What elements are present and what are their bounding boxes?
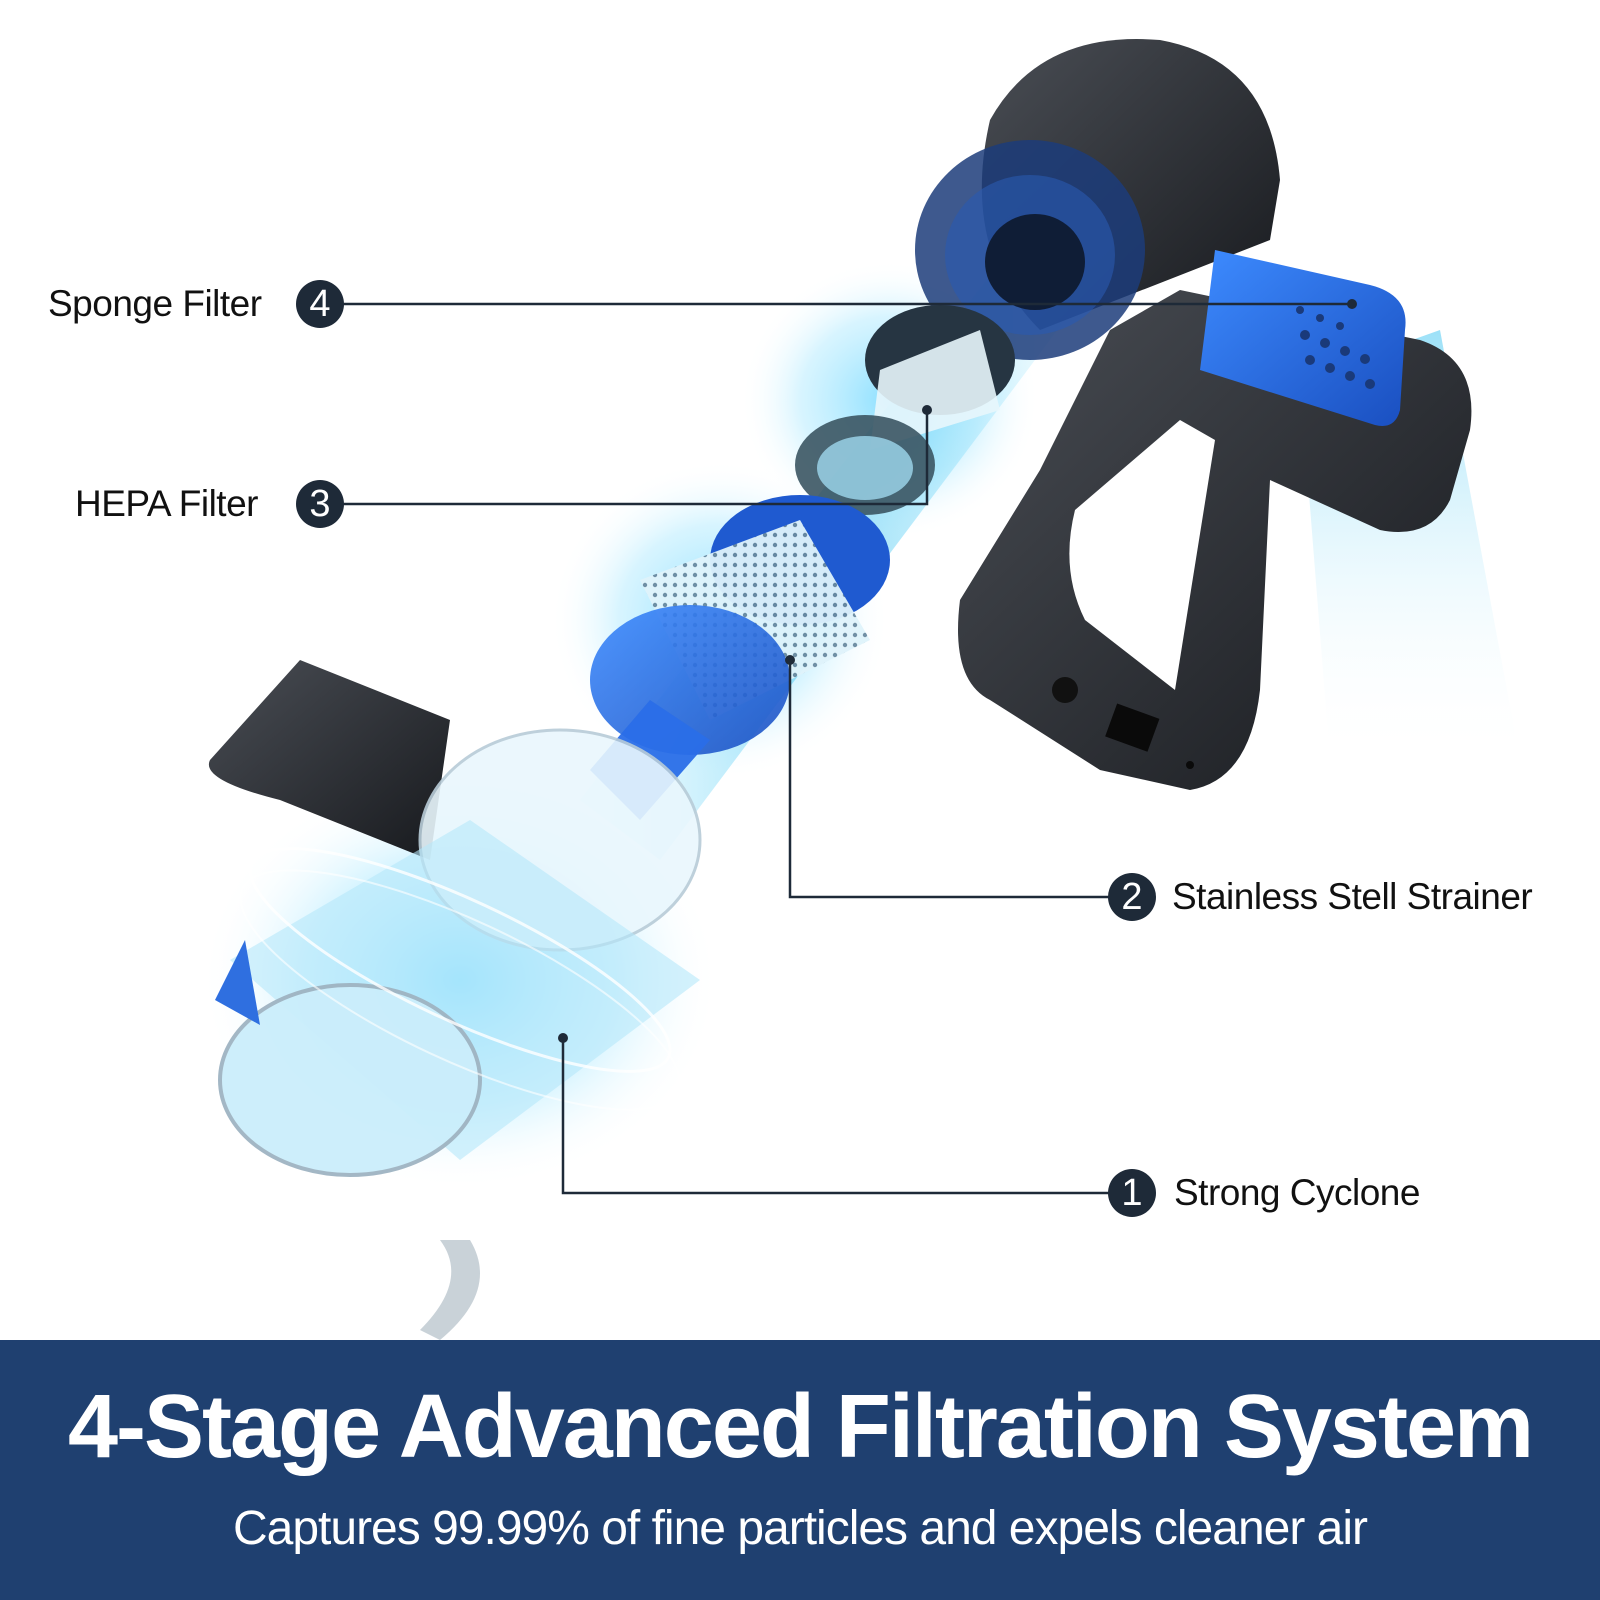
callout-label-strong-cyclone: Strong Cyclone: [1174, 1172, 1420, 1213]
badge-2: 2: [1108, 873, 1156, 921]
banner-subtitle: Captures 99.99% of fine particles and ex…: [232, 1502, 1368, 1555]
cyclone-bin-part: [208, 660, 702, 1340]
badge-4: 4: [296, 280, 344, 328]
banner-title: 4-Stage Advanced Filtration System: [67, 1377, 1534, 1477]
callout-label-strainer: Stainless Stell Strainer: [1172, 876, 1533, 917]
vacuum-handle: [958, 250, 1472, 790]
product-illustration: Sponge Filter 4 HEPA Filter 3 2 Stainles…: [48, 39, 1533, 1340]
callout-label-sponge-filter: Sponge Filter: [48, 283, 262, 324]
vacuum-exploded-view: [200, 39, 1520, 1340]
hepa-filter-part: [795, 415, 935, 515]
badge-1: 1: [1108, 1169, 1156, 1217]
badge-3: 3: [296, 480, 344, 528]
callout-connectors: [340, 302, 1352, 1195]
callout-anchor-dots: [558, 299, 1357, 1043]
sponge-filter-part: [865, 305, 1015, 450]
feature-banner: 4-Stage Advanced Filtration System Captu…: [0, 1340, 1600, 1600]
callout-label-hepa-filter: HEPA Filter: [75, 483, 258, 524]
